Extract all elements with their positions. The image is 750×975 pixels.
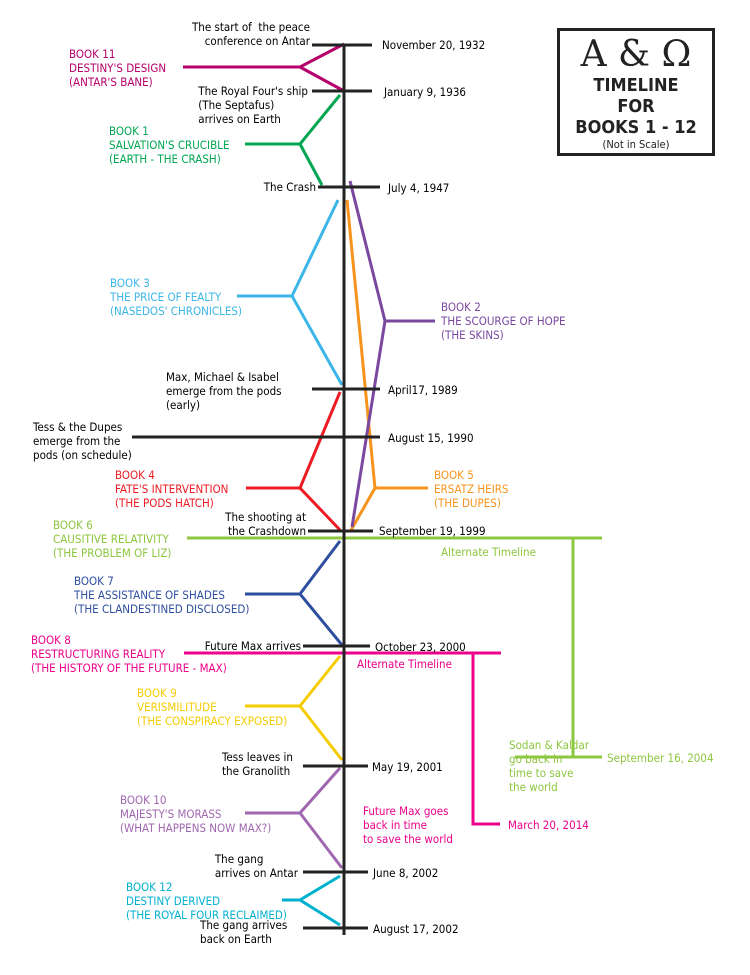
event-date: August 15, 1990 [388, 431, 474, 445]
book12-bracket [297, 874, 341, 927]
alpha-omega-title: A & Ω [580, 34, 692, 75]
book-8-label: BOOK 8 RESTRUCTURING REALITY (THE HISTOR… [31, 633, 227, 675]
title-line: FOR [617, 96, 655, 117]
event-label: The start of the peace conference on Ant… [191, 20, 310, 48]
event-date: June 8, 2002 [373, 866, 439, 880]
event-date: April17, 1989 [388, 383, 458, 397]
alternate-timeline-label: Alternate Timeline [441, 545, 536, 559]
book-3-label: BOOK 3 THE PRICE OF FEALTY (NASEDOS' CHR… [110, 276, 243, 318]
book7-bracket [298, 540, 344, 646]
book-11-label: BOOK 11 DESTINY'S DESIGN (ANTAR'S BANE) [69, 47, 167, 89]
title-line: TIMELINE [593, 75, 679, 96]
book4-bracket [298, 391, 342, 532]
event-label: Max, Michael & Isabel emerge from the po… [166, 370, 282, 412]
alternate-event-label: Future Max goes back in time to save the… [363, 804, 453, 846]
event-date: July 4, 1947 [388, 181, 450, 195]
book11-bracket-lower [299, 65, 345, 93]
event-date: January 9, 1936 [384, 85, 466, 99]
event-label: The gang arrives on Antar [214, 852, 298, 880]
book2-bracket [348, 180, 387, 528]
book-1-label: BOOK 1 SALVATION'S CRUCIBLE (EARTH - THE… [109, 124, 230, 166]
event-label: The gang arrives back on Earth [200, 918, 288, 946]
event-date: October 23, 2000 [375, 640, 466, 654]
book-5-label: BOOK 5 ERSATZ HEIRS (THE DUPES) [434, 468, 509, 510]
event-label: Future Max arrives [204, 639, 301, 653]
alternate-event-label: Sodan & Kaldar go back in time to save t… [509, 738, 589, 794]
title-line: BOOKS 1 - 12 [575, 117, 697, 138]
book-2-label: BOOK 2 THE SCOURGE OF HOPE (THE SKINS) [441, 300, 566, 342]
event-label: Tess & the Dupes emerge from the pods (o… [33, 420, 132, 462]
event-label: The Crash [263, 180, 316, 194]
alternate-event-date: March 20, 2014 [508, 818, 589, 832]
book-7-label: BOOK 7 THE ASSISTANCE OF SHADES (THE CLA… [74, 574, 250, 616]
title-box: A & Ω TIMELINE FOR BOOKS 1 - 12 (Not in … [557, 28, 715, 156]
event-date: May 19, 2001 [372, 760, 443, 774]
event-label: Tess leaves in the Granolith [222, 750, 293, 778]
book10-bracket [298, 767, 344, 869]
event-date: September 19, 1999 [379, 524, 486, 538]
alternate-timeline-label: Alternate Timeline [357, 657, 452, 671]
book-12-label: BOOK 12 DESTINY DERIVED (THE ROYAL FOUR … [126, 880, 287, 922]
book8-branch [471, 653, 500, 826]
book-4-label: BOOK 4 FATE'S INTERVENTION (THE PODS HAT… [115, 468, 229, 510]
event-date: November 20, 1932 [382, 38, 486, 52]
event-label: The Royal Four's ship (The Septafus) arr… [198, 84, 308, 126]
event-date: August 17, 2002 [373, 922, 459, 936]
book5-bracket [345, 199, 377, 533]
book-6-label: BOOK 6 CAUSITIVE RELATIVITY (THE PROBLEM… [53, 518, 172, 560]
book-9-label: BOOK 9 VERISMILITUDE (THE CONSPIRACY EXP… [137, 686, 288, 728]
title-note: (Not in Scale) [602, 138, 670, 151]
book3-bracket [290, 199, 344, 386]
event-label: The shooting at the Crashdown [225, 510, 306, 538]
alternate-event-date: September 16, 2004 [607, 751, 714, 765]
book-10-label: BOOK 10 MAJESTY'S MORASS (WHAT HAPPENS N… [120, 793, 272, 835]
book9-bracket [298, 655, 344, 761]
